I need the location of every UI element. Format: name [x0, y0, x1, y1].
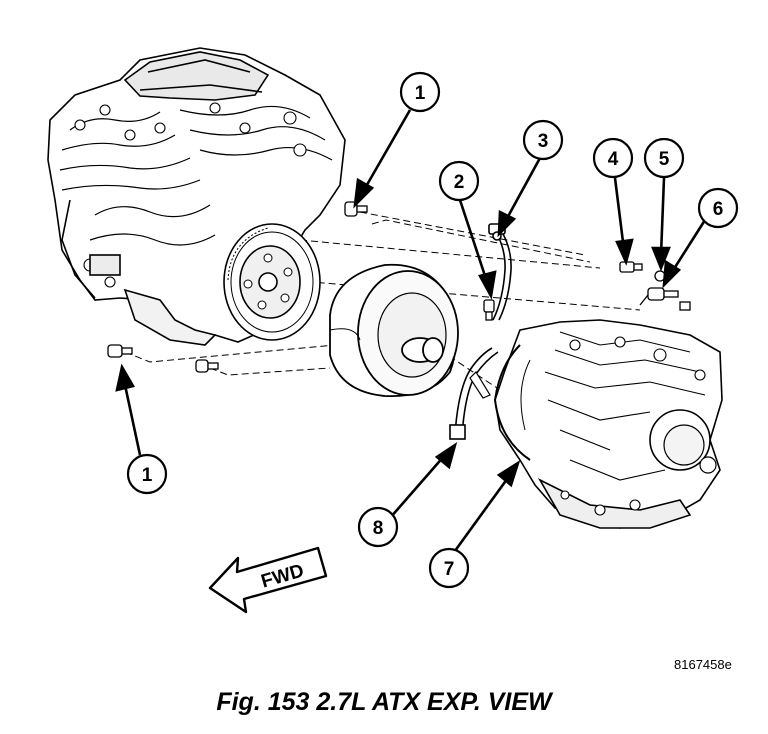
callout-number: 6: [713, 199, 724, 220]
callout-3: 3: [522, 119, 564, 161]
callout-7: 7: [428, 547, 470, 589]
callout-2: 2: [438, 160, 480, 202]
callout-number: 1: [142, 465, 153, 486]
callout-number: 7: [444, 559, 455, 580]
figure-reference-code: 8167458e: [674, 657, 732, 672]
callout-5: 5: [643, 137, 685, 179]
hardware-bolts: [107, 201, 691, 373]
callout-1-top: 1: [399, 71, 441, 113]
callout-8: 8: [357, 506, 399, 548]
callout-number: 5: [659, 149, 670, 170]
callout-4: 4: [592, 137, 634, 179]
figure-caption: Fig. 153 2.7L ATX EXP. VIEW: [216, 688, 552, 716]
leader-arrows: [115, 109, 707, 556]
callouts: 1 1 2 3 4 5 6 7: [126, 71, 739, 589]
callout-number: 2: [454, 172, 465, 193]
callout-number: 4: [608, 149, 619, 170]
callout-6: 6: [697, 187, 739, 229]
flexplate: [223, 223, 321, 341]
cooler-line: [449, 347, 499, 440]
torque-converter: [329, 263, 459, 397]
fwd-direction-arrow: FWD: [208, 546, 328, 614]
callout-1-bottom: 1: [126, 453, 168, 495]
callout-number: 1: [415, 83, 426, 104]
callout-number: 3: [538, 131, 549, 152]
transaxle: [493, 319, 723, 529]
callout-number: 8: [373, 518, 384, 539]
